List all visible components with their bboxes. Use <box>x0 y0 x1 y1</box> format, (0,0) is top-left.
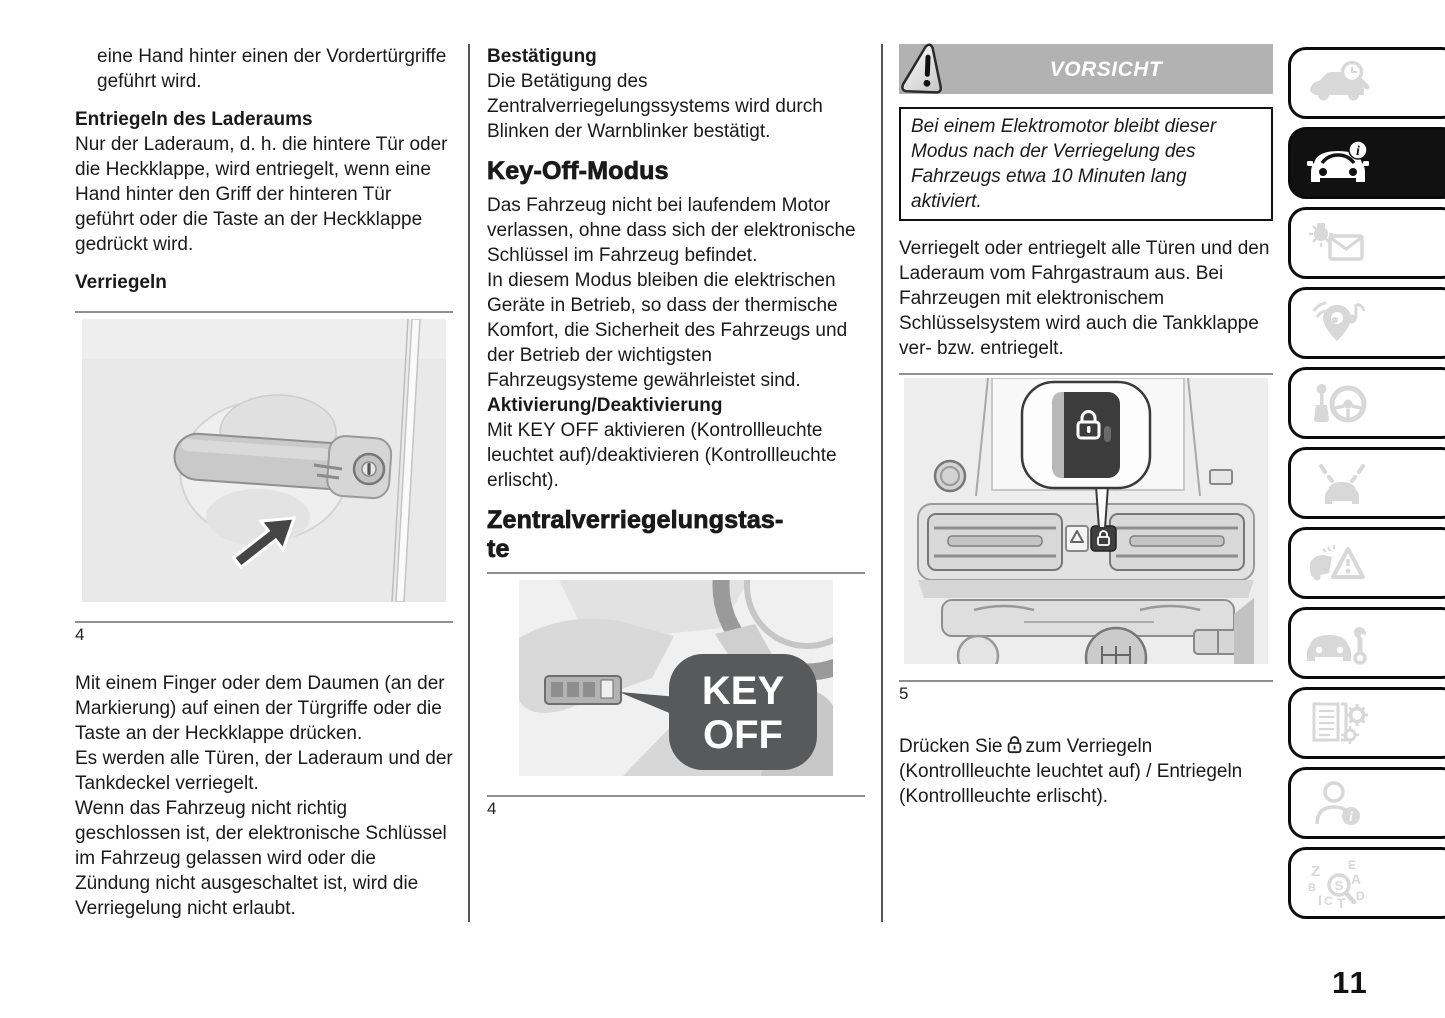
figure-number: 4 <box>487 799 497 818</box>
column-right: VORSICHT Bei einem Elektromotor bleibt d… <box>899 43 1273 809</box>
paragraph-continuation: eine Hand hinter einen der Vordertürgrif… <box>97 46 447 92</box>
column-middle: Bestätigung Die Betätigung des Zentralve… <box>487 44 902 819</box>
svg-text:E: E <box>1348 858 1356 872</box>
paragraph: Es werden alle Türen, der Laderaum und d… <box>75 748 453 794</box>
car-info-icon: i <box>1307 140 1369 182</box>
left-air-vent <box>927 513 1063 571</box>
paragraph: Mit KEY OFF aktivieren (Kontrollleuchte … <box>487 420 837 491</box>
switch-panel <box>544 675 622 705</box>
paragraph: Verriegelt oder entriegelt alle Türen un… <box>899 238 1270 359</box>
sidebar-tab-driver-assistance[interactable] <box>1288 447 1445 519</box>
svg-text:B: B <box>1308 882 1316 894</box>
sidebar-tab-warning-lights-messages[interactable] <box>1288 207 1445 279</box>
svg-text:Z: Z <box>1311 863 1320 880</box>
sidebar-tab-starting-driving[interactable] <box>1288 367 1445 439</box>
heading-entriegeln-laderaums: Entriegeln des Laderaums <box>75 109 313 130</box>
warning-lights-messages-icon <box>1309 223 1364 261</box>
gearshift-steering-icon <box>1314 384 1367 423</box>
key-off-callout: KEY OFF <box>619 654 817 770</box>
door-handle-illustration <box>82 318 446 603</box>
svg-text:I: I <box>1318 892 1322 908</box>
car-search-icon <box>1310 60 1370 101</box>
alphabetical-index-icon: Z E B A D I C T S <box>1308 858 1365 909</box>
column-divider <box>881 44 883 922</box>
svg-text:A: A <box>1351 871 1361 887</box>
page-number: 11 <box>1332 965 1369 1000</box>
heading-aktivierung-deaktivierung: Aktivierung/Deaktivierung <box>487 395 723 416</box>
figure-key-off-button: KEY OFF 4 <box>487 491 902 819</box>
svg-text:D: D <box>1356 889 1365 903</box>
padlock-icon <box>1007 736 1021 754</box>
paragraph: Wenn das Fahrzeug nicht richtig geschlos… <box>75 798 447 919</box>
sidebar-tab-emergency[interactable] <box>1288 527 1445 599</box>
warning-triangle-icon <box>901 43 943 94</box>
warning-title: VORSICHT <box>1049 57 1163 81</box>
paragraph: Die Betätigung des Zentralverriegelungss… <box>487 71 823 142</box>
press-arrow-icon <box>231 516 297 570</box>
svg-text:S: S <box>1335 878 1344 893</box>
sidebar-tab-customer-information[interactable]: i <box>1288 767 1445 839</box>
key-off-illustration: KEY OFF <box>519 491 902 776</box>
hazard-button <box>1065 525 1089 552</box>
right-air-vent <box>1109 513 1245 571</box>
svg-text:i: i <box>1349 810 1353 825</box>
navigation-multimedia-icon <box>1312 301 1366 341</box>
emergency-warning-triangle-icon <box>1309 545 1365 581</box>
sidebar-tab-alphabetical-index[interactable]: Z E B A D I C T S <box>1288 847 1445 919</box>
sidebar-tab-service-maintenance[interactable] <box>1288 607 1445 679</box>
column-divider <box>468 44 470 922</box>
svg-text:OFF: OFF <box>703 713 783 757</box>
figure-number: 5 <box>899 684 909 703</box>
svg-text:C: C <box>1324 894 1333 908</box>
heading-verriegeln: Verriegeln <box>75 272 167 293</box>
sidebar-tab-vehicle-overview[interactable] <box>1288 47 1445 119</box>
key-fob <box>1052 392 1120 478</box>
heading-zentralverriegelungstaste: Zentralverriegelungstas- te <box>487 506 784 564</box>
figure-door-handle: 4 <box>75 311 453 645</box>
sidebar-tab-multimedia-navigation[interactable] <box>1288 287 1445 359</box>
heading-bestaetigung: Bestätigung <box>487 46 597 67</box>
sidebar-tab-technical-data[interactable] <box>1288 687 1445 759</box>
car-service-wrench-icon <box>1307 627 1367 665</box>
svg-text:KEY: KEY <box>702 669 785 713</box>
lane-assist-icon <box>1319 464 1365 504</box>
warning-header: VORSICHT <box>899 43 1273 94</box>
console-illustration <box>904 377 1268 690</box>
figure-number: 4 <box>75 625 85 644</box>
sidebar-tab-getting-to-know-vehicle[interactable]: i <box>1288 127 1445 199</box>
technical-data-icon <box>1312 702 1368 744</box>
figure-central-locking-button: 5 <box>899 373 1273 704</box>
svg-text:T: T <box>1337 895 1346 909</box>
customer-info-icon: i <box>1315 781 1360 825</box>
padlock-icon <box>1076 410 1101 440</box>
paragraph: Das Fahrzeug nicht bei laufendem Motor v… <box>487 195 856 266</box>
heading-key-off-modus: Key-Off-Modus <box>487 157 669 186</box>
paragraph: In diesem Modus bleiben die elektrischen… <box>487 270 848 391</box>
svg-text:i: i <box>1356 144 1360 159</box>
paragraph: Mit einem Finger oder dem Daumen (an der… <box>75 673 445 744</box>
warning-note: Bei einem Elektromotor bleibt dieser Mod… <box>899 107 1273 221</box>
paragraph: Nur der Laderaum, d. h. die hintere Tür … <box>75 134 448 255</box>
central-locking-button <box>1090 525 1117 552</box>
column-left: eine Hand hinter einen der Vordertürgrif… <box>75 44 453 921</box>
lock-button-callout <box>1020 380 1152 529</box>
